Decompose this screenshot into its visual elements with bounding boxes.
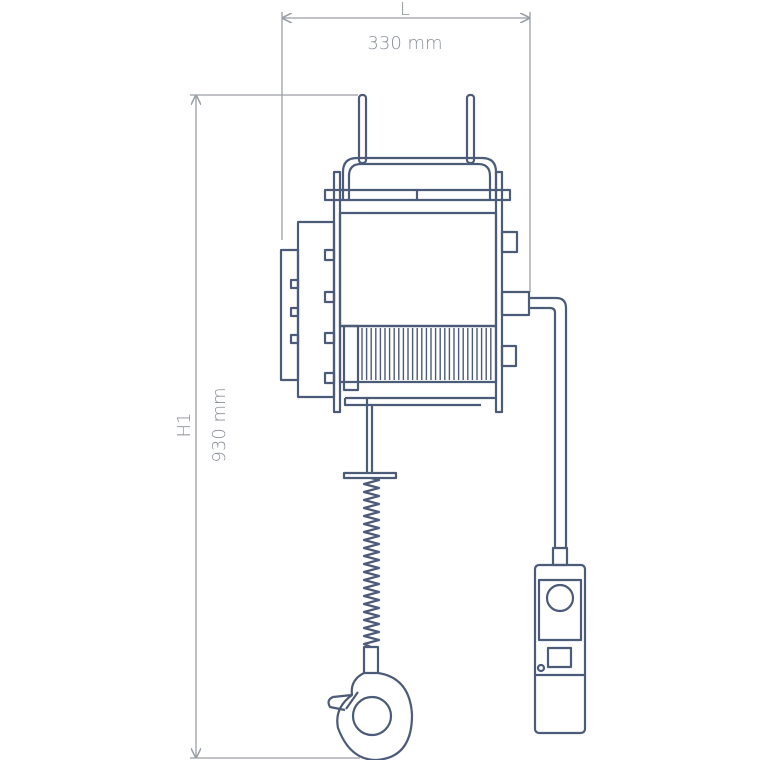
motor xyxy=(338,211,498,328)
hoist-body xyxy=(279,93,531,414)
hook-shank xyxy=(362,645,380,675)
rope-guide-bar xyxy=(343,396,496,407)
hook-latch xyxy=(327,693,353,712)
rope-and-hook xyxy=(327,398,414,760)
width-dimension: L 330 mm xyxy=(281,0,531,292)
suspension-hook-left xyxy=(357,93,368,165)
height-dimension: H1 930 mm xyxy=(174,94,360,759)
control-box xyxy=(296,220,336,399)
suspension-hook-right xyxy=(465,93,476,165)
drum xyxy=(338,324,498,384)
height-label: H1 xyxy=(174,413,195,438)
hook xyxy=(336,671,414,760)
cable-plug xyxy=(500,290,531,317)
width-label: L xyxy=(400,0,410,20)
pendant-control xyxy=(533,546,587,735)
pendant-button-large xyxy=(545,583,575,613)
drum-rope-windings xyxy=(361,328,492,380)
height-value: 930 mm xyxy=(209,387,230,462)
width-value: 330 mm xyxy=(367,33,442,54)
control-cable xyxy=(529,296,568,548)
handle-frame xyxy=(341,156,498,200)
spring xyxy=(362,476,381,649)
stopper-plate xyxy=(342,471,398,480)
pendant-button-small xyxy=(546,646,573,669)
